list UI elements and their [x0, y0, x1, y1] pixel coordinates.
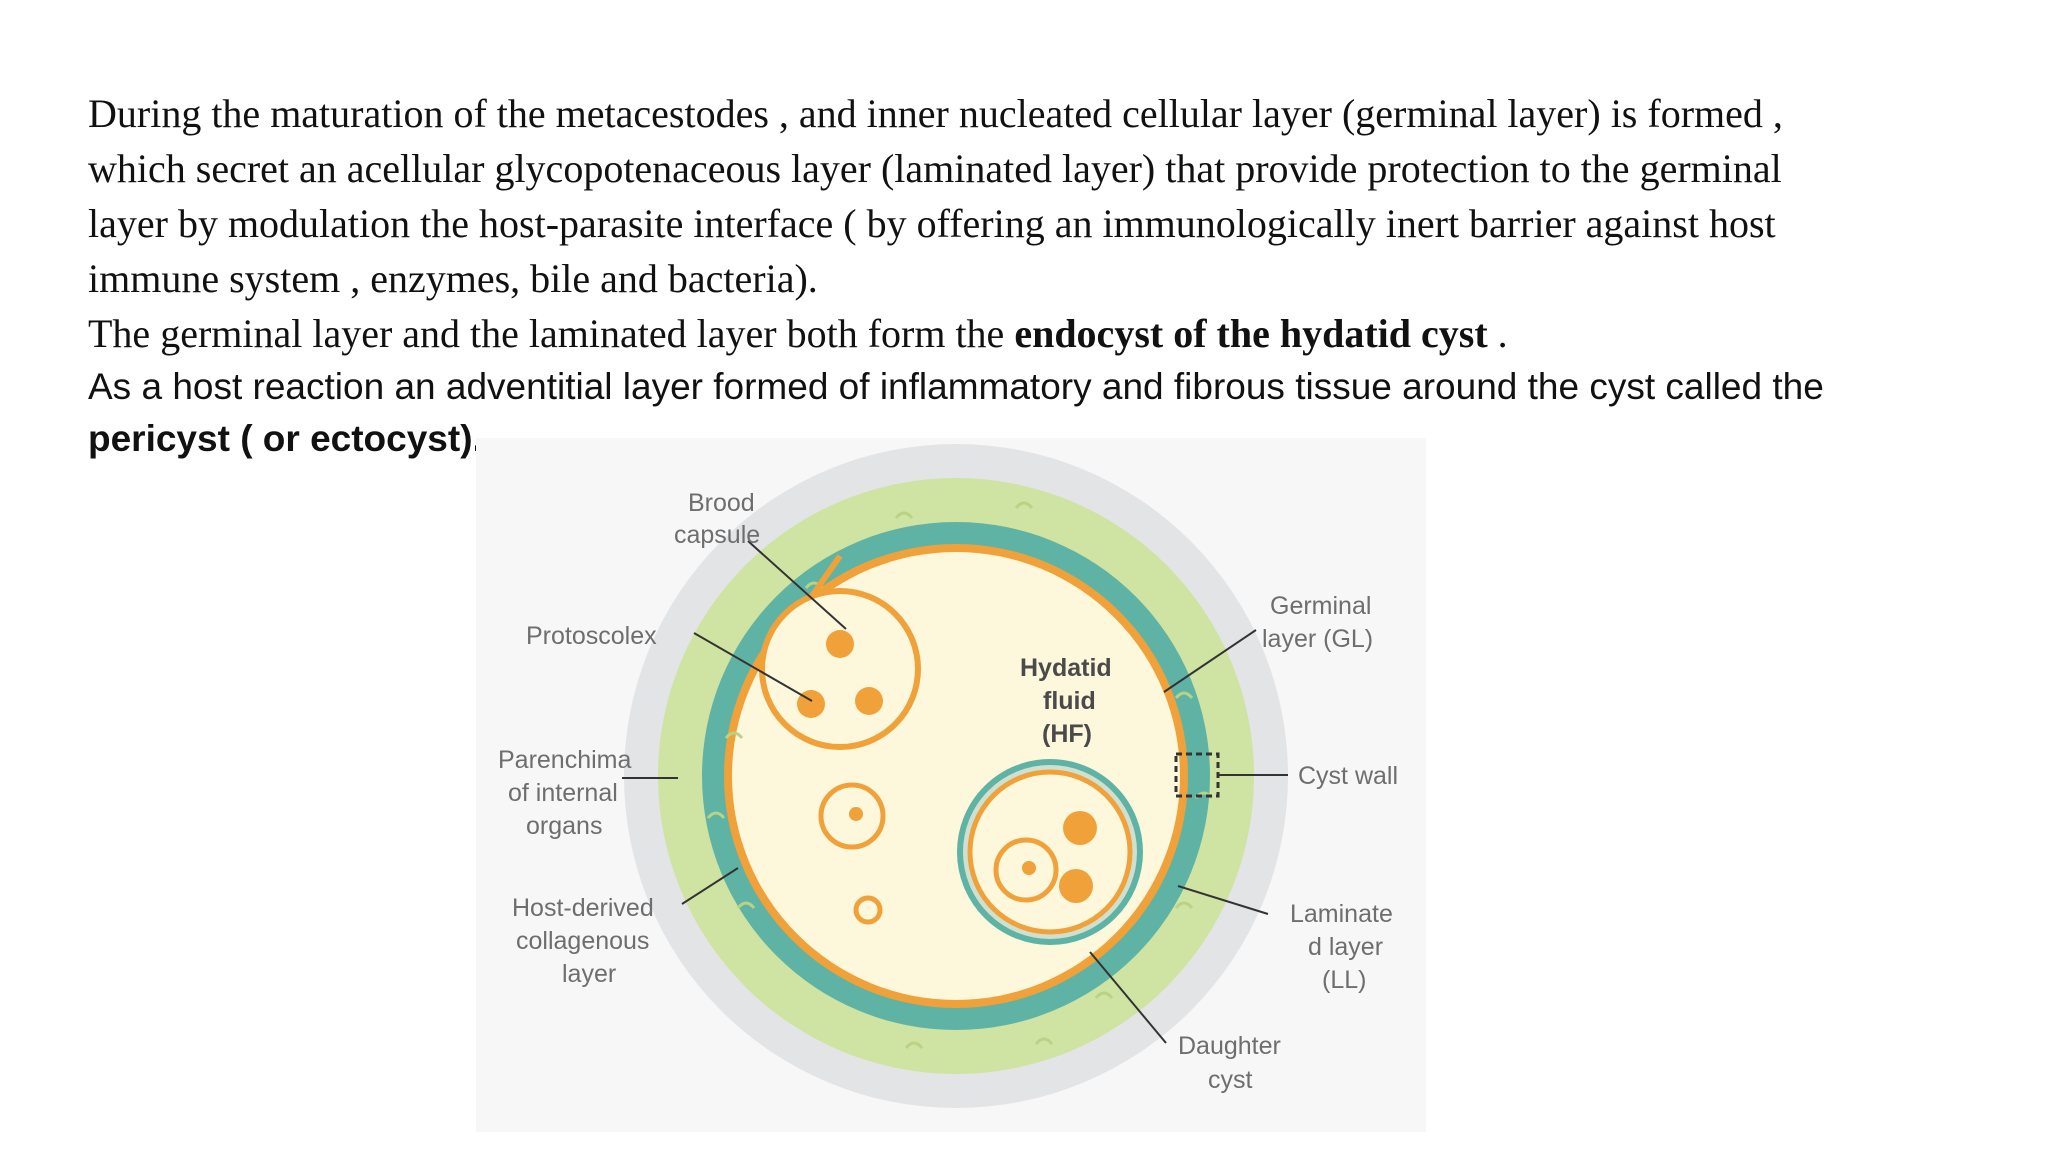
small-brood-capsule	[818, 782, 886, 925]
label-hydatid-fluid-1: Hydatid	[1020, 654, 1112, 682]
protoscolex-1	[826, 630, 854, 658]
leader-lines	[622, 540, 1288, 1044]
label-hydatid-fluid-2: fluid	[1043, 687, 1096, 715]
endocyst-term: endocyst of the hydatid cyst	[1014, 311, 1488, 356]
label-parenchima-3: organs	[526, 812, 602, 840]
label-laminated-2: d layer	[1308, 933, 1383, 961]
label-hydatid-fluid-3: (HF)	[1042, 720, 1092, 748]
label-laminated-3: (LL)	[1322, 966, 1366, 994]
hydatid-cyst-diagram: Brood capsule Protoscolex Parenchima of …	[476, 438, 1426, 1132]
protoscolex-3	[855, 687, 883, 715]
paragraph-2-text: The germinal layer and the laminated lay…	[88, 311, 1015, 356]
label-laminated-1: Laminate	[1290, 900, 1393, 928]
paragraph-3-line-1: As a host reaction an adventitial layer …	[88, 366, 1824, 407]
label-daughter-cyst-1: Daughter	[1178, 1032, 1281, 1060]
label-daughter-cyst-2: cyst	[1208, 1066, 1253, 1094]
label-germinal-2: layer (GL)	[1262, 625, 1373, 653]
label-parenchima-1: Parenchima	[498, 746, 631, 774]
label-cyst-wall: Cyst wall	[1298, 762, 1398, 790]
label-brood-capsule-1: Brood	[688, 489, 755, 517]
body-text: During the maturation of the metacestode…	[88, 86, 1988, 465]
label-protoscolex: Protoscolex	[526, 622, 657, 650]
diagram-svg: Brood capsule Protoscolex Parenchima of …	[476, 438, 1426, 1132]
paragraph-1-line-2: which secret an acellular glycopotenaceo…	[88, 146, 1782, 191]
label-host-derived-2: collagenous	[516, 927, 649, 955]
label-host-derived-3: layer	[562, 960, 616, 988]
paragraph-1-line-1: During the maturation of the metacestode…	[88, 91, 1783, 136]
paragraph-3-line-2: pericyst ( or ectocyst).	[88, 413, 1988, 465]
paragraph-1-line-3: layer by modulation the host-parasite in…	[88, 201, 1776, 246]
brood-capsule	[759, 554, 921, 750]
label-parenchima-2: of internal	[508, 779, 618, 807]
pericyst-term: pericyst ( or ectocyst).	[88, 418, 483, 459]
paragraph-2-end: .	[1487, 311, 1508, 356]
label-brood-capsule-2: capsule	[674, 521, 760, 549]
pericyst-texture	[706, 501, 1214, 1049]
label-germinal-1: Germinal	[1270, 592, 1371, 620]
label-host-derived-1: Host-derived	[512, 894, 654, 922]
paragraph-1-line-4: immune system , enzymes, bile and bacter…	[88, 256, 818, 301]
daughter-cyst	[957, 759, 1143, 945]
paragraph-2: The germinal layer and the laminated lay…	[88, 306, 1988, 361]
